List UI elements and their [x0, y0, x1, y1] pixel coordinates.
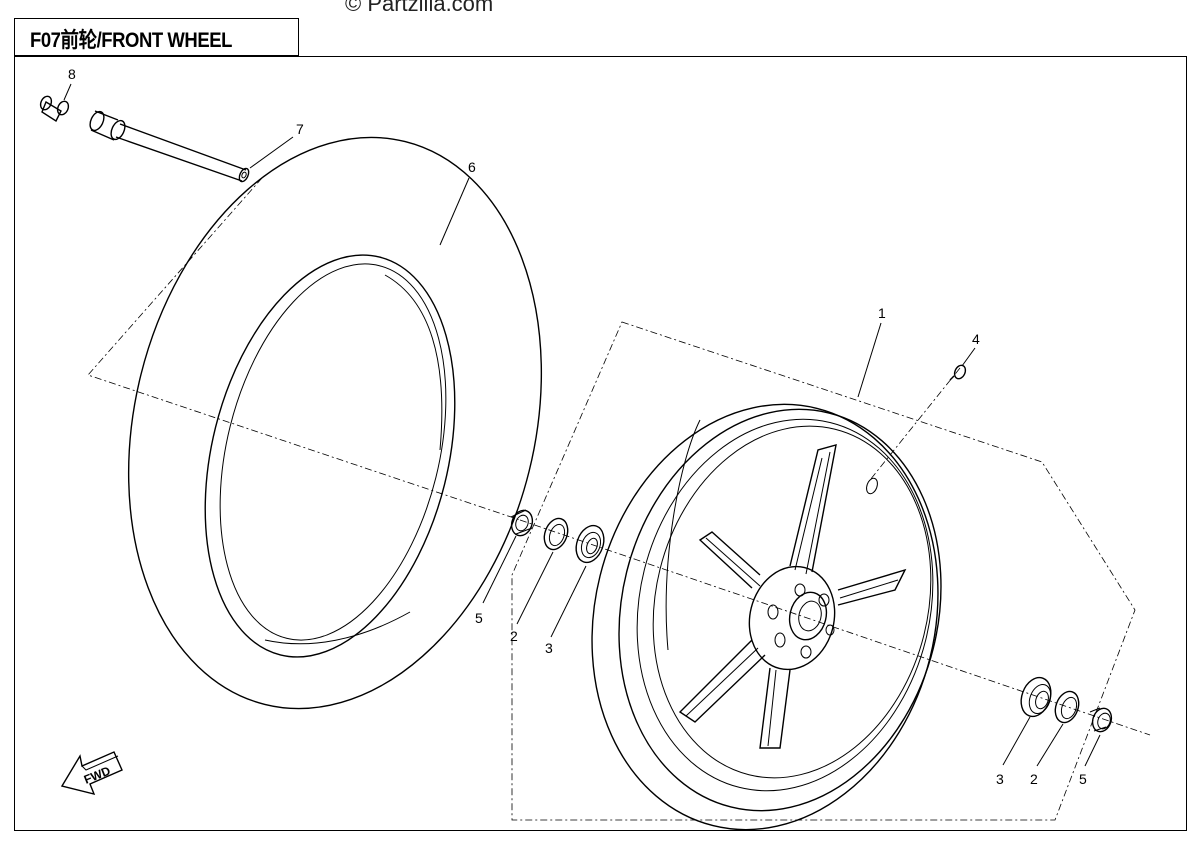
- callout-6: 6: [468, 159, 476, 175]
- left-bearing-part-3: [575, 524, 605, 564]
- callout-2-left: 2: [510, 628, 518, 644]
- diagram-frame: [14, 56, 1187, 831]
- assembly-centerlines: [87, 177, 1151, 821]
- callout-3-left: 3: [545, 640, 553, 656]
- title-box: [14, 18, 299, 56]
- callout-3-right: 3: [996, 771, 1004, 787]
- right-bearing-part-3: [1020, 676, 1052, 718]
- spacer-sleeve-part-8: [39, 95, 70, 123]
- left-dust-seal-part-2: [543, 517, 569, 551]
- right-dust-seal-part-2: [1054, 690, 1080, 724]
- forward-direction-arrow: FWD: [60, 751, 123, 796]
- right-spacer-part-5: [1089, 707, 1113, 733]
- callout-labels: 8 7 6 1 4 5 2 3 3 2 5: [68, 66, 1087, 787]
- callout-2-right: 2: [1030, 771, 1038, 787]
- callout-7: 7: [296, 121, 304, 137]
- diagram-title: F07前轮/FRONT WHEEL: [30, 29, 232, 52]
- callout-1: 1: [878, 305, 886, 321]
- wheel-rim-part-1: [591, 403, 942, 831]
- tire-part-6: [127, 136, 543, 710]
- left-spacer-part-5: [510, 509, 534, 537]
- callout-4: 4: [972, 331, 980, 347]
- partzilla-watermark: © Partzilla.com: [345, 0, 494, 16]
- callout-8: 8: [68, 66, 76, 82]
- callout-5-right: 5: [1079, 771, 1087, 787]
- valve-bolt-part-4: [949, 364, 967, 381]
- callout-5-left: 5: [475, 610, 483, 626]
- front-axle-part-7: [89, 110, 250, 183]
- fwd-label: FWD: [82, 763, 113, 786]
- leader-lines: [63, 83, 1101, 767]
